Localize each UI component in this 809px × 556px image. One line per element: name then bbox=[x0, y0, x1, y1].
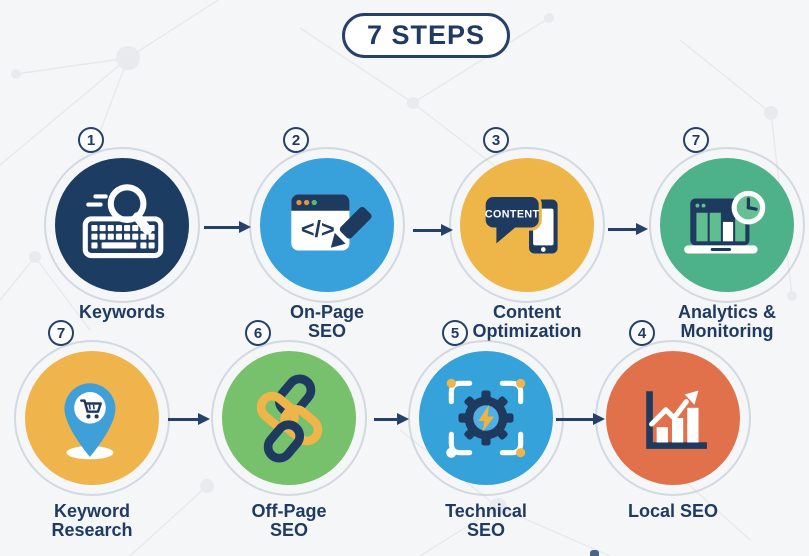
step-number-badge: 4 bbox=[629, 320, 655, 346]
gear-lightning-icon bbox=[446, 378, 526, 458]
step-label: Local SEO bbox=[578, 502, 768, 521]
step-circle bbox=[25, 351, 159, 485]
step-label-line1: Technical bbox=[445, 501, 527, 521]
step-technical-seo: 5 bbox=[391, 320, 581, 550]
step-circle bbox=[419, 351, 553, 485]
step-label-line2: Research bbox=[51, 520, 133, 540]
step-keyword-research: 7 Keyword Research bbox=[0, 320, 187, 550]
step-label: On-Page SEO bbox=[232, 303, 422, 341]
chain-links-icon bbox=[256, 374, 323, 463]
content-bubble-phone-icon: CONTENT bbox=[482, 193, 558, 254]
step-label-line2: SEO bbox=[307, 321, 346, 341]
step-number: 7 bbox=[56, 324, 66, 342]
step-circle: </> bbox=[260, 158, 394, 292]
step-circle bbox=[222, 351, 356, 485]
step-label-line1: On-Page bbox=[289, 302, 364, 322]
circle-ring bbox=[649, 147, 805, 303]
step-circle bbox=[55, 158, 189, 292]
step-on-page-seo: 2 </> On-Page SEO bbox=[232, 127, 422, 357]
step-number: 5 bbox=[450, 324, 460, 342]
step-number: 4 bbox=[637, 324, 647, 342]
bar-chart-growth-icon bbox=[646, 390, 707, 449]
step-label: Keywords bbox=[27, 303, 217, 322]
step-local-seo: 4 Local SEO bbox=[578, 320, 768, 550]
step-number: 2 bbox=[291, 131, 301, 149]
step-label: Content Optimization bbox=[432, 303, 622, 341]
step-label: Off-Page SEO bbox=[194, 502, 384, 540]
arrow-step5-step6 bbox=[168, 413, 210, 425]
circle-ring bbox=[44, 147, 200, 303]
step-number: 6 bbox=[253, 324, 263, 342]
arrow-step7-step8 bbox=[556, 413, 605, 425]
step-label-line1: Keyword bbox=[53, 501, 131, 521]
step-label-line2: SEO bbox=[466, 520, 505, 540]
step-number: 1 bbox=[86, 131, 96, 149]
step-content-optimization: 3 CONTENT Content Optimization bbox=[432, 127, 622, 357]
step-circle bbox=[660, 158, 794, 292]
step-label-line1: Analytics & bbox=[677, 302, 777, 322]
svg-text:</>: </> bbox=[301, 216, 335, 242]
arrow-step6-step7 bbox=[374, 413, 409, 425]
cropped-edge-mark bbox=[590, 550, 599, 556]
step-label-line2: Monitoring bbox=[680, 321, 774, 341]
arrow-step2-step3 bbox=[413, 224, 453, 236]
map-pin-cart-icon bbox=[64, 383, 116, 460]
title-badge: 7 STEPS bbox=[342, 13, 511, 58]
step-number: 7 bbox=[691, 131, 701, 149]
step-number-badge: 2 bbox=[283, 127, 309, 153]
step-label-line2: Optimization bbox=[472, 321, 582, 341]
laptop-analytics-clock-icon bbox=[684, 190, 766, 254]
step-number: 3 bbox=[491, 131, 501, 149]
step-analytics-monitoring: 7 Analytics & Monitoring bbox=[632, 127, 809, 357]
arrow-step3-step4 bbox=[608, 223, 648, 235]
step-number-badge: 6 bbox=[245, 320, 271, 346]
arrow-step1-step2 bbox=[204, 221, 251, 233]
step-label-line2: SEO bbox=[269, 520, 308, 540]
step-label: Analytics & Monitoring bbox=[632, 303, 809, 341]
step-off-page-seo: 6 Off-Page SEO bbox=[194, 320, 384, 550]
step-label-line1: Keywords bbox=[78, 302, 166, 322]
browser-code-pencil-icon: </> bbox=[291, 194, 372, 251]
step-circle bbox=[606, 351, 740, 485]
step-label: Keyword Research bbox=[0, 502, 187, 540]
step-number-badge: 7 bbox=[48, 320, 74, 346]
svg-text:CONTENT: CONTENT bbox=[485, 208, 540, 220]
circle-ring bbox=[211, 340, 367, 496]
page-title: 7 STEPS bbox=[367, 20, 486, 50]
step-keywords: 1 Keywords bbox=[27, 127, 217, 357]
step-label-line1: Off-Page bbox=[251, 501, 327, 521]
step-label-line1: Content bbox=[493, 302, 561, 322]
step-circle: CONTENT bbox=[460, 158, 594, 292]
keyboard-search-icon bbox=[82, 184, 164, 259]
step-label-line1: Local SEO bbox=[627, 501, 719, 521]
step-label: Technical SEO bbox=[391, 502, 581, 540]
